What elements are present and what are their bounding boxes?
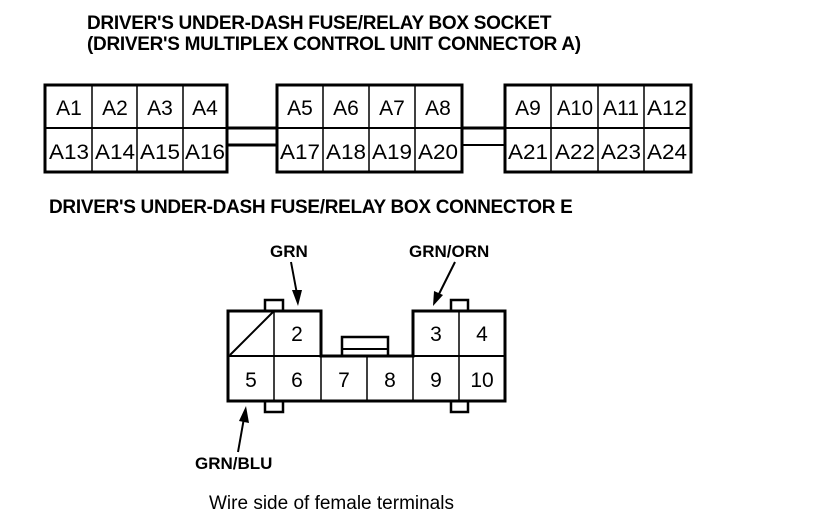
arrow-head-icon bbox=[239, 406, 249, 423]
terminal-label: 5 bbox=[245, 369, 257, 392]
pin-label: A3 bbox=[147, 97, 173, 120]
pin-label: A4 bbox=[192, 97, 218, 120]
pin-label: A14 bbox=[95, 141, 135, 164]
connector-a-block-2: A5 A6 A7 A8 A17 A18 A19 A20 bbox=[275, 83, 464, 174]
pin-label: A23 bbox=[601, 141, 641, 164]
wire-callout-grn-orn: GRN/ORN bbox=[409, 242, 489, 306]
pin-label: A11 bbox=[603, 97, 639, 120]
wire-callout-grn: GRN bbox=[270, 242, 308, 306]
arrow-line bbox=[438, 261, 456, 295]
connector-e: 2 3 4 5 6 7 8 9 10 bbox=[226, 298, 507, 414]
pin-label: A1 bbox=[56, 97, 82, 120]
arrow-head-icon bbox=[292, 290, 302, 306]
pin-label: A13 bbox=[49, 141, 89, 164]
pin-label: A9 bbox=[515, 97, 541, 120]
socket-title-line1: DRIVER'S UNDER-DASH FUSE/RELAY BOX SOCKE… bbox=[87, 13, 552, 34]
wire-color-label: GRN bbox=[270, 242, 308, 261]
pin-label: A2 bbox=[102, 97, 128, 120]
pin-label: A15 bbox=[140, 141, 180, 164]
pin-label: A6 bbox=[333, 97, 359, 120]
unused-cavity-slash bbox=[229, 311, 274, 356]
pin-label: A21 bbox=[508, 141, 548, 164]
terminal-label: 3 bbox=[430, 323, 442, 346]
terminal-label: 6 bbox=[291, 369, 303, 392]
arrow-head-icon bbox=[433, 291, 443, 306]
pin-label: A12 bbox=[647, 97, 687, 120]
locking-tab bbox=[449, 298, 470, 313]
wire-callout-grn-blu: GRN/BLU bbox=[195, 406, 272, 473]
pin-label: A16 bbox=[185, 141, 225, 164]
terminal-label: 8 bbox=[384, 369, 396, 392]
pin-label: A22 bbox=[555, 141, 595, 164]
locking-tab bbox=[449, 399, 470, 414]
pin-label: A24 bbox=[647, 141, 687, 164]
diagram-caption: Wire side of female terminals bbox=[209, 493, 454, 514]
wire-color-label: GRN/BLU bbox=[195, 454, 272, 473]
locking-tab bbox=[263, 298, 285, 313]
pin-label: A18 bbox=[326, 141, 366, 164]
pin-label: A20 bbox=[418, 141, 458, 164]
connector-a-block-3: A9 A10 A11 A12 A21 A22 A23 A24 bbox=[503, 83, 693, 174]
socket-title-line2: (DRIVER'S MULTIPLEX CONTROL UNIT CONNECT… bbox=[87, 34, 581, 55]
pin-label: A7 bbox=[379, 97, 405, 120]
terminal-label: 9 bbox=[430, 369, 442, 392]
connector-e-title: DRIVER'S UNDER-DASH FUSE/RELAY BOX CONNE… bbox=[49, 197, 573, 218]
wire-color-label: GRN/ORN bbox=[409, 242, 489, 261]
arrow-line bbox=[290, 261, 298, 295]
pin-label: A10 bbox=[557, 97, 593, 120]
pin-label: A5 bbox=[287, 97, 313, 120]
terminal-label: 4 bbox=[476, 323, 488, 346]
center-latch bbox=[340, 335, 390, 358]
arrow-line bbox=[237, 417, 245, 453]
locking-tab bbox=[263, 399, 285, 414]
terminal-label: 7 bbox=[338, 369, 350, 392]
pin-label: A8 bbox=[425, 97, 451, 120]
pin-label: A17 bbox=[280, 141, 320, 164]
pin-label: A19 bbox=[372, 141, 412, 164]
terminal-label: 10 bbox=[470, 369, 493, 392]
connector-a-block-1: A1 A2 A3 A4 A13 A14 A15 A16 bbox=[43, 83, 229, 174]
terminal-label: 2 bbox=[291, 323, 303, 346]
